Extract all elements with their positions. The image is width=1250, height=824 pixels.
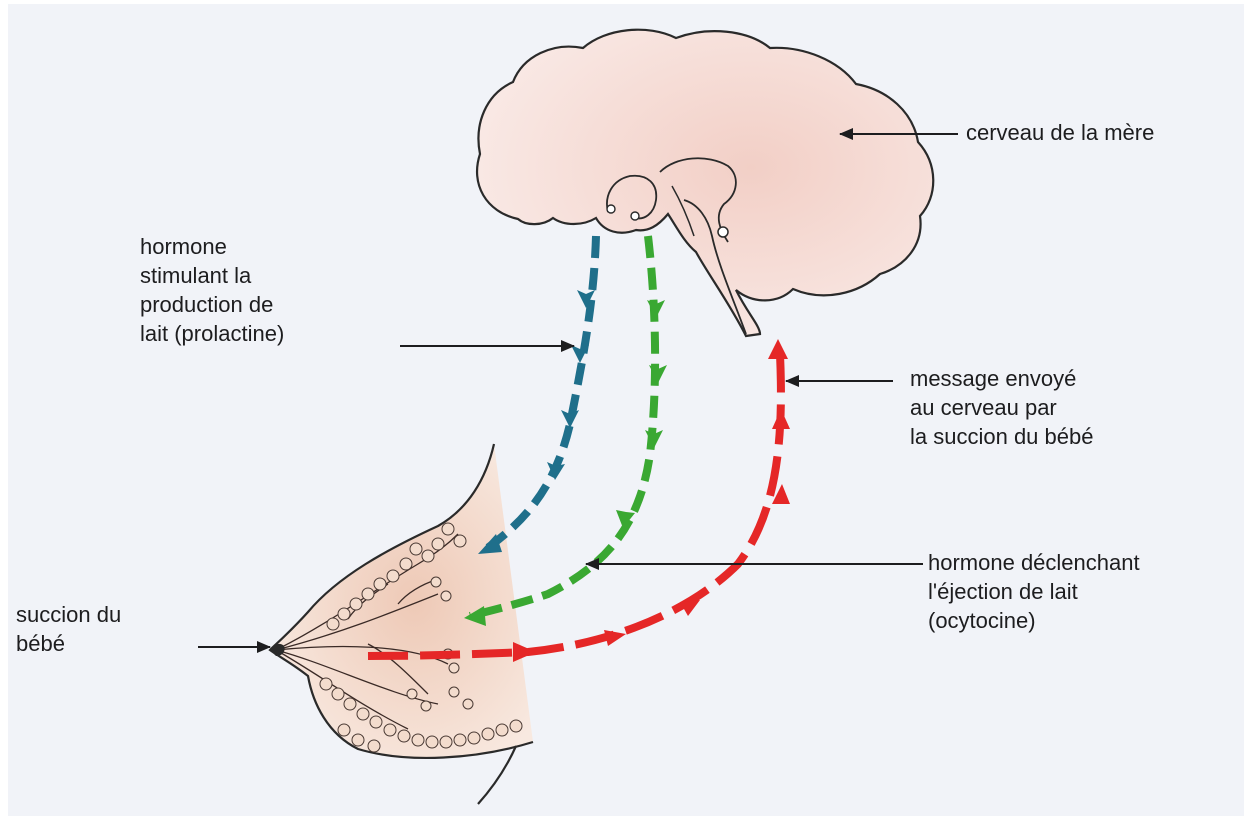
label-message-line-3: la succion du bébé	[910, 422, 1093, 451]
label-succion: succion du bébé	[16, 600, 121, 658]
label-ocytocine: hormone déclenchant l'éjection de lait (…	[928, 548, 1140, 635]
label-cerveau-line-1: cerveau de la mère	[966, 118, 1154, 147]
diagram-frame: cerveau de la mère hormone stimulant la …	[8, 4, 1244, 816]
label-message-line-1: message envoyé	[910, 364, 1093, 393]
label-prolactine: hormone stimulant la production de lait …	[140, 232, 284, 348]
breast-icon	[270, 444, 533, 804]
label-ocytocine-line-2: l'éjection de lait	[928, 577, 1140, 606]
label-prolactine-line-4: lait (prolactine)	[140, 319, 284, 348]
label-prolactine-line-2: stimulant la	[140, 261, 284, 290]
label-ocytocine-line-1: hormone déclenchant	[928, 548, 1140, 577]
label-succion-line-1: succion du	[16, 600, 121, 629]
label-cerveau: cerveau de la mère	[966, 118, 1154, 147]
brain-icon	[477, 30, 933, 336]
label-prolactine-line-1: hormone	[140, 232, 284, 261]
label-ocytocine-line-3: (ocytocine)	[928, 606, 1140, 635]
label-message-line-2: au cerveau par	[910, 393, 1093, 422]
label-succion-line-2: bébé	[16, 629, 121, 658]
label-message: message envoyé au cerveau par la succion…	[910, 364, 1093, 451]
label-prolactine-line-3: production de	[140, 290, 284, 319]
